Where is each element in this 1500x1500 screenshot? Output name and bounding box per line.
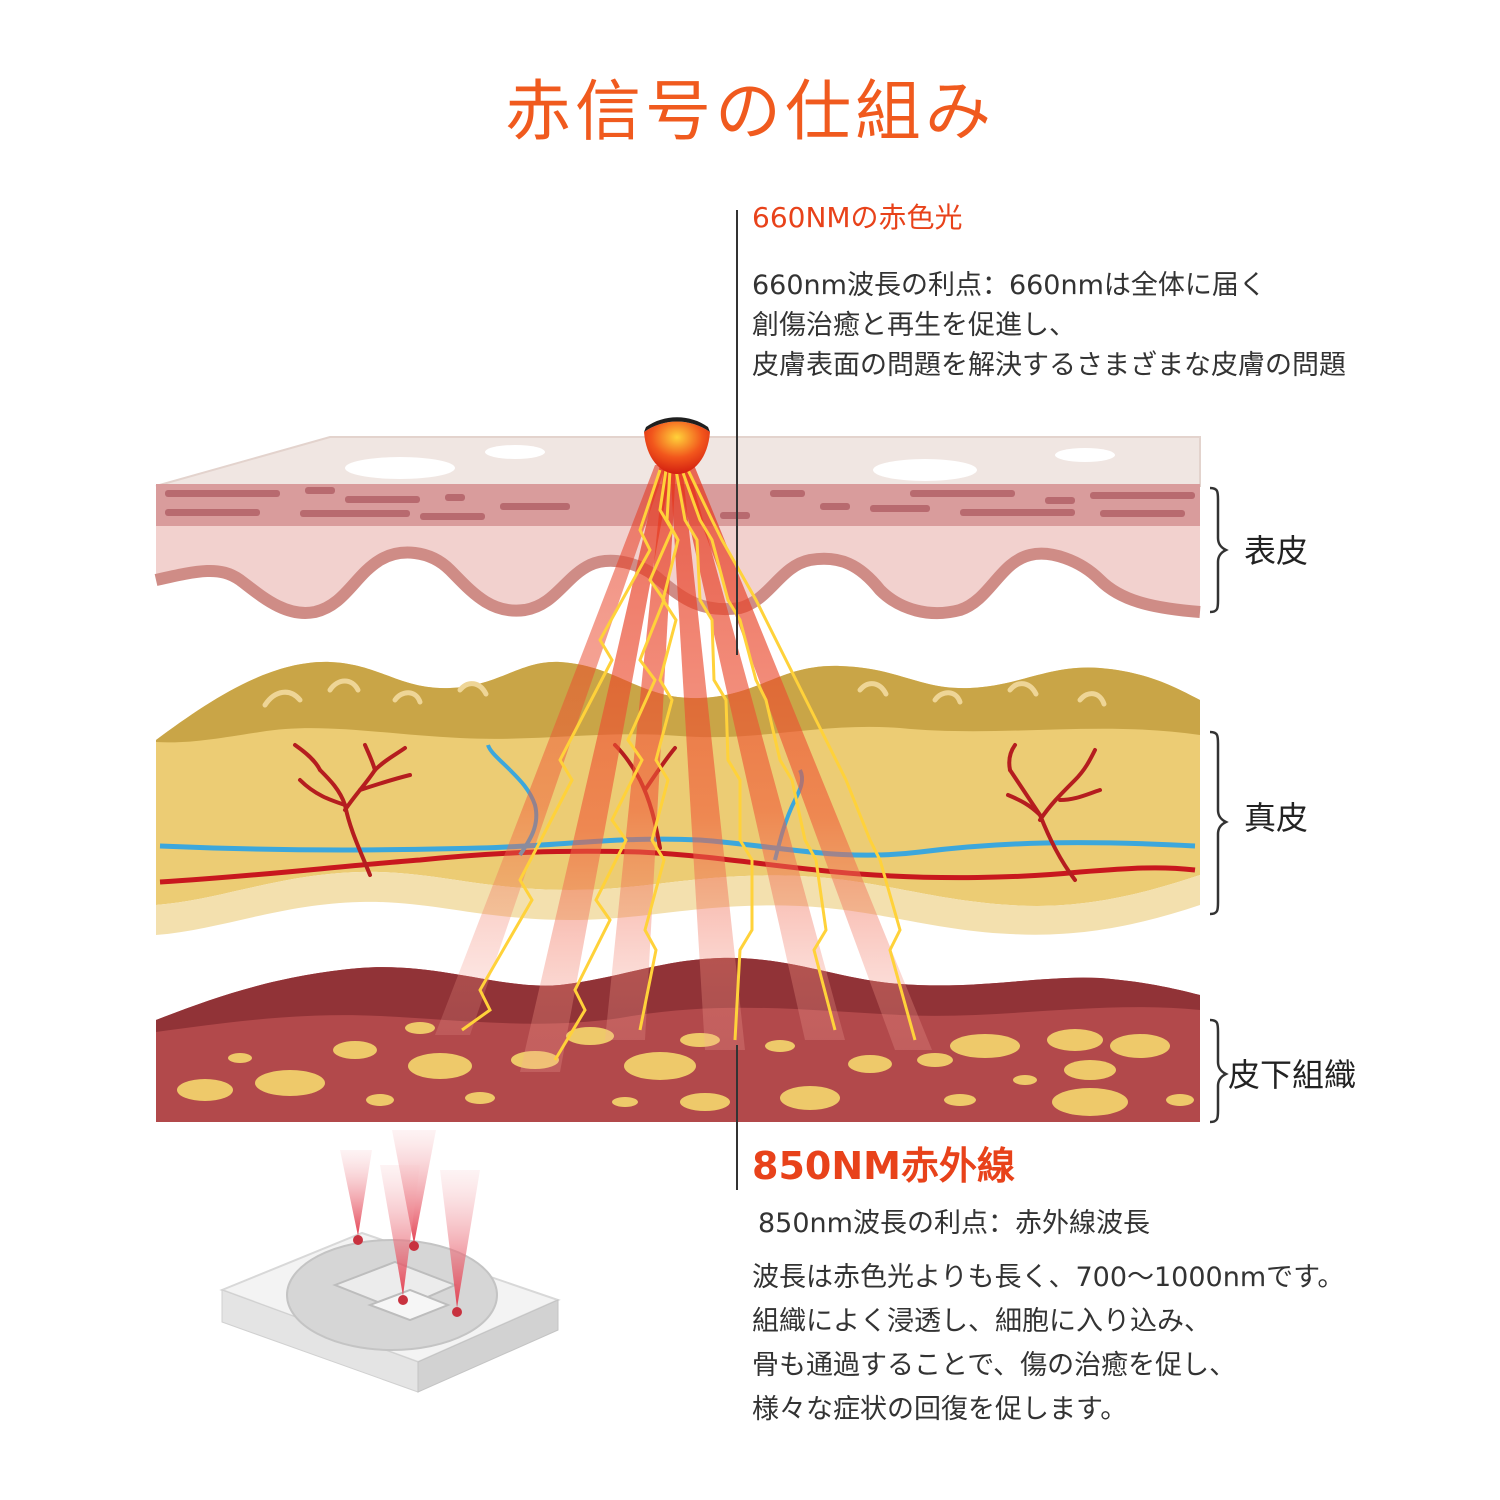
led-chip-icon xyxy=(219,1130,561,1393)
dermis-layer xyxy=(156,661,1200,935)
red-light-line: 皮膚表面の問題を解決するさまざまな皮膚の問題 xyxy=(752,350,1346,381)
infrared-heading: 850NM赤外線 xyxy=(752,1144,1015,1188)
infrared-line: 組織によく浸透し、細胞に入り込み、 xyxy=(752,1306,1211,1337)
layer-brackets xyxy=(1209,486,1229,1124)
subcutaneous-layer xyxy=(156,957,1200,1122)
infrared-line: 様々な症状の回復を促します。 xyxy=(752,1394,1128,1425)
page-title: 赤信号の仕組み xyxy=(505,73,995,150)
infrared-subheading: 850nm波長の利点：赤外線波長 xyxy=(758,1208,1150,1239)
epidermis-label: 表皮 xyxy=(1244,532,1309,570)
infrared-line: 波長は赤色光よりも長く、700～1000nmです。 xyxy=(752,1262,1345,1293)
red-light-line: 創傷治癒と再生を促進し、 xyxy=(752,310,1076,341)
infrared-description: 波長は赤色光よりも長く、700～1000nmです。 組織によく浸透し、細胞に入り… xyxy=(752,1256,1344,1432)
light-beams xyxy=(435,417,932,1072)
subcutaneous-label: 皮下組織 xyxy=(1228,1056,1357,1094)
red-light-line: 660nm波長の利点：660nmは全体に届く xyxy=(752,270,1266,301)
dermis-label: 真皮 xyxy=(1244,799,1309,837)
red-light-heading: 660NMの赤色光 xyxy=(752,201,963,234)
infrared-line: 骨も通過することで、傷の治癒を促し、 xyxy=(752,1350,1237,1381)
red-light-description: 660nm波長の利点：660nmは全体に届く 創傷治癒と再生を促進し、 皮膚表面… xyxy=(752,266,1346,386)
